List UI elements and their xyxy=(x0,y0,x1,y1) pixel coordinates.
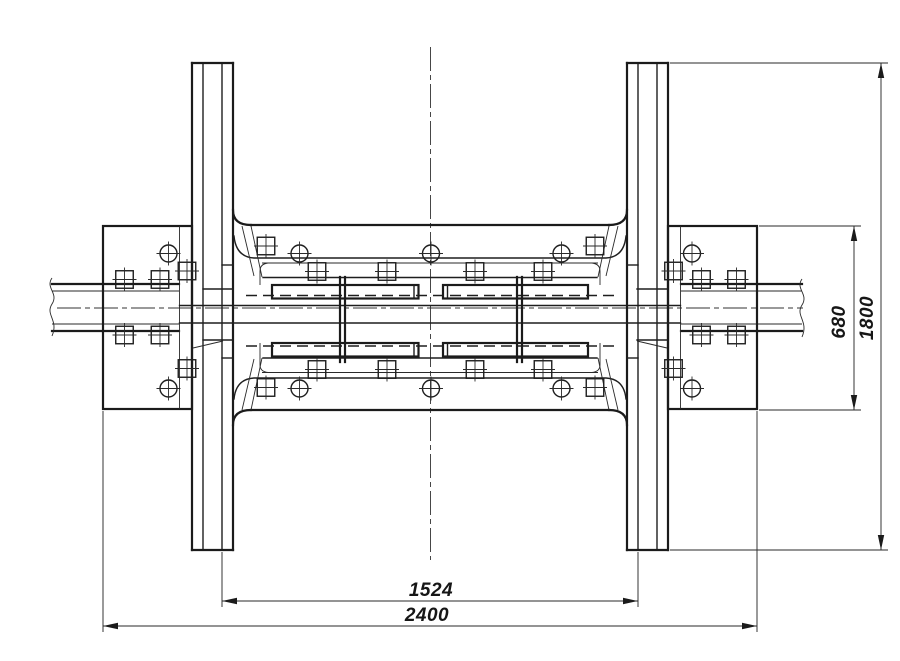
break-line-icon xyxy=(49,277,55,337)
bolt-square xyxy=(253,374,279,401)
bolt-circle xyxy=(155,375,182,402)
rail-head-band xyxy=(178,304,682,324)
bolt-square xyxy=(582,233,608,259)
bolt-square xyxy=(304,356,330,383)
bolt-circle xyxy=(418,375,444,402)
dimension-1800: 1800 xyxy=(670,62,888,551)
bolt-square xyxy=(111,266,138,293)
bolt-square xyxy=(253,233,279,259)
bolt-circle xyxy=(286,375,313,402)
dimension-1524: 1524 xyxy=(221,552,639,607)
bolt-circle xyxy=(286,240,313,267)
dim-label-680: 680 xyxy=(829,305,850,338)
center-channel-bottom xyxy=(231,343,629,427)
bolt-square xyxy=(374,258,400,285)
bolt-square xyxy=(530,258,556,285)
bolt-circle xyxy=(548,375,575,402)
bolt-square xyxy=(174,355,200,382)
dim-label-1524: 1524 xyxy=(409,580,453,601)
bolt-square xyxy=(147,266,173,293)
rail-joint-left xyxy=(338,275,347,364)
bolt-square xyxy=(462,356,488,383)
bolt-square xyxy=(374,356,400,383)
bolt-circle xyxy=(155,240,182,267)
bolt-square xyxy=(582,374,608,401)
break-line-icon xyxy=(799,278,805,338)
rail-joint-right xyxy=(515,275,524,364)
dim-label-2400: 2400 xyxy=(404,605,449,626)
dimension-2400: 2400 xyxy=(102,411,758,632)
beam-opening-right xyxy=(626,264,668,359)
bolt-square xyxy=(111,322,138,348)
bolt-square xyxy=(723,322,750,348)
bolt-square xyxy=(660,355,687,382)
bolt-square xyxy=(174,258,200,284)
bolt-square xyxy=(530,356,556,383)
cross-beam-left xyxy=(190,61,235,552)
beam-opening-left xyxy=(192,264,234,359)
bolt-square xyxy=(688,322,715,348)
splice-bar-upper xyxy=(246,283,616,300)
bolt-square xyxy=(660,258,687,284)
bolt-square xyxy=(688,266,715,293)
bolt-circle xyxy=(418,240,444,267)
bolt-square xyxy=(147,322,173,348)
bolt-square xyxy=(723,266,750,293)
bolt-circle xyxy=(679,375,705,402)
bolt-circle xyxy=(548,240,575,267)
bolt-square xyxy=(462,258,488,285)
bolt-square xyxy=(304,258,330,285)
dim-label-1800: 1800 xyxy=(857,296,878,340)
cross-beam-right xyxy=(625,61,670,552)
bolt-circle xyxy=(679,240,705,267)
splice-bar-lower xyxy=(246,341,616,358)
dimension-680: 680 xyxy=(759,225,861,411)
